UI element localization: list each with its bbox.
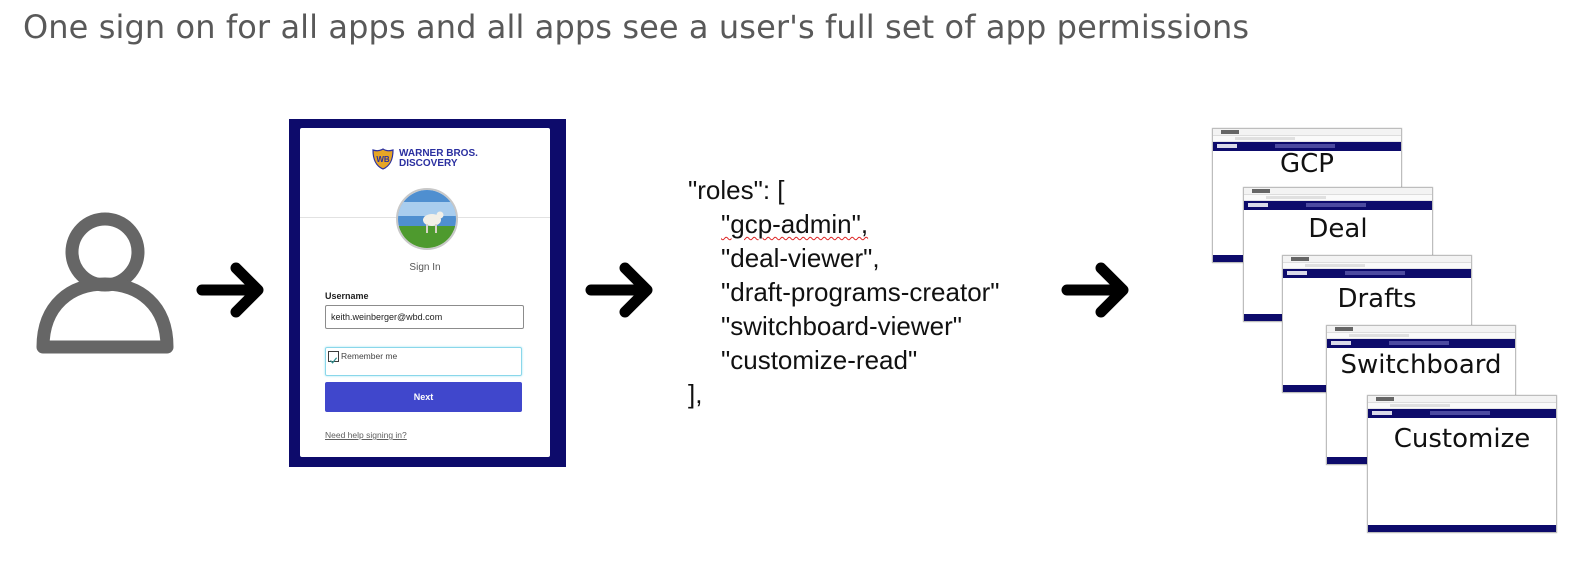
username-label: Username: [325, 291, 369, 301]
roles-close: ],: [688, 379, 703, 409]
remember-me-checkbox[interactable]: [328, 351, 339, 364]
role-item: "customize-read": [721, 345, 918, 375]
app-window-customize: Customize: [1367, 395, 1557, 533]
remember-me-label: Remember me: [341, 351, 398, 361]
app-title: Drafts: [1337, 284, 1417, 314]
app-title: Customize: [1393, 424, 1531, 454]
app-title: Switchboard: [1340, 350, 1502, 380]
app-title: Deal: [1308, 214, 1368, 244]
username-input[interactable]: keith.weinberger@wbd.com: [325, 305, 524, 329]
brand-logo: WB WARNER BROS. DISCOVERY: [372, 148, 489, 170]
roles-open: "roles": [: [688, 175, 785, 205]
user-icon: [36, 212, 174, 354]
arrow-right-icon: [196, 262, 264, 318]
role-item: "switchboard-viewer": [721, 311, 962, 341]
next-button[interactable]: Next: [325, 382, 522, 412]
role-item: "deal-viewer",: [721, 243, 880, 273]
brand-line-1: WARNER BROS.: [399, 148, 478, 159]
roles-json: "roles": [ "gcp-admin", "deal-viewer", "…: [688, 173, 1000, 411]
sign-in-card: WB WARNER BROS. DISCOVERY Sign In Userna…: [300, 128, 550, 457]
arrow-right-icon: [585, 262, 653, 318]
sign-in-title: Sign In: [409, 262, 441, 273]
arrow-right-icon: [1061, 262, 1129, 318]
diagram-heading: One sign on for all apps and all apps se…: [23, 8, 1250, 46]
role-item: "draft-programs-creator": [721, 277, 1000, 307]
role-item: "gcp-admin",: [688, 207, 1000, 241]
app-title: GCP: [1280, 149, 1334, 179]
wb-shield-icon: WB: [372, 148, 394, 170]
svg-text:WB: WB: [376, 155, 390, 164]
remember-me-row[interactable]: Remember me: [325, 347, 522, 376]
role-item-text: "gcp-admin",: [721, 209, 869, 239]
check-icon: [330, 357, 338, 364]
help-signing-in-link[interactable]: Need help signing in?: [325, 430, 407, 440]
sign-in-screenshot: WB WARNER BROS. DISCOVERY Sign In Userna…: [289, 119, 566, 467]
avatar: [396, 188, 458, 250]
brand-line-2: DISCOVERY: [399, 158, 458, 169]
